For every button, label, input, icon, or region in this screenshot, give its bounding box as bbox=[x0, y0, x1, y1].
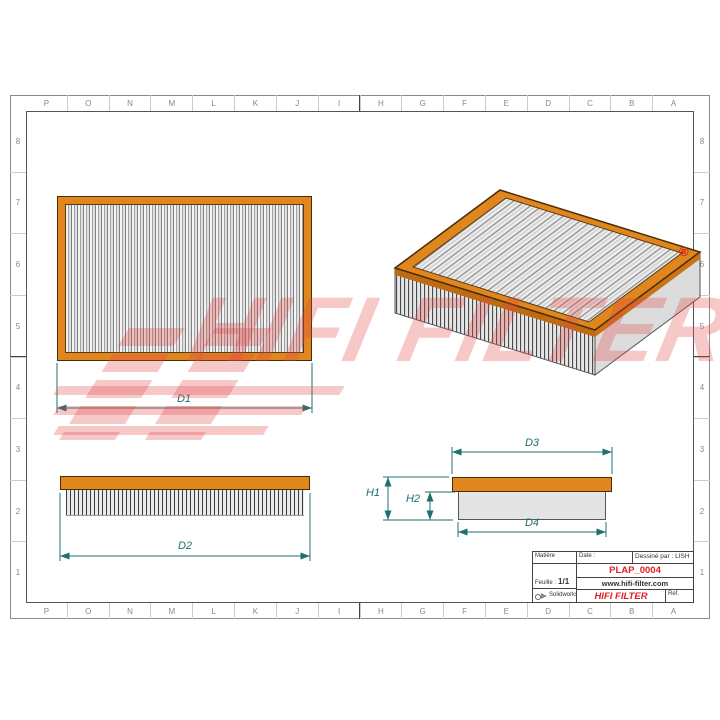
centering-mark-right bbox=[694, 356, 710, 357]
date-cell: Date : bbox=[577, 552, 633, 563]
grid-letter: D bbox=[528, 95, 570, 111]
grid-letter: J bbox=[277, 95, 319, 111]
grid-letter: A bbox=[670, 606, 677, 616]
software-cell: Solidworks bbox=[533, 589, 576, 602]
ref-label: Ref. bbox=[668, 591, 680, 597]
filter-side-view-pleats bbox=[66, 490, 304, 516]
grid-number: 5 bbox=[10, 296, 26, 358]
grid-number: 1 bbox=[15, 568, 21, 578]
filter-media-pleats bbox=[65, 204, 304, 353]
registered-trademark-icon: ® bbox=[679, 244, 689, 259]
grid-letter: I bbox=[319, 603, 361, 619]
drawn-by-label: Dessiné par : LISH bbox=[635, 553, 690, 560]
dimension-label-d4: D4 bbox=[524, 517, 540, 529]
title-block-right-column: Date : Dessiné par : LISH PLAP_0004 www.… bbox=[577, 552, 693, 602]
grid-letter: P bbox=[26, 603, 68, 619]
website-label: www.hifi-filter.com bbox=[577, 578, 693, 590]
filter-side-view-frame bbox=[60, 476, 310, 490]
grid-letter: E bbox=[486, 603, 528, 619]
grid-letter: L bbox=[193, 603, 236, 619]
grid-number: 6 bbox=[694, 234, 710, 296]
part-number: PLAP_0004 bbox=[577, 564, 693, 578]
dimension-label-d3: D3 bbox=[524, 437, 540, 449]
grid-letter: N bbox=[110, 603, 152, 619]
centering-mark-top bbox=[359, 95, 360, 111]
dimension-label-h1: H1 bbox=[365, 487, 381, 499]
grid-number: 8 bbox=[10, 111, 26, 173]
grid-letter: M bbox=[151, 603, 194, 619]
grid-letter: F bbox=[444, 95, 486, 111]
title-block: Matière Feuille : 1/1 Solidworks Date : … bbox=[532, 551, 694, 603]
grid-letter: K bbox=[235, 603, 277, 619]
grid-number: 7 bbox=[10, 173, 26, 235]
grid-number: 7 bbox=[694, 173, 710, 235]
grid-letter: P bbox=[26, 95, 68, 111]
grid-letter: E bbox=[486, 95, 528, 111]
title-block-row-meta: Date : Dessiné par : LISH bbox=[577, 552, 693, 564]
grid-letter: O bbox=[68, 95, 110, 111]
sheet-cell: Feuille : 1/1 bbox=[533, 564, 576, 589]
brand-name: HIFI FILTER bbox=[594, 590, 648, 602]
grid-letter: C bbox=[570, 603, 612, 619]
grid-letter: I bbox=[319, 95, 361, 111]
grid-letter: G bbox=[402, 95, 445, 111]
grid-number: 3 bbox=[694, 419, 710, 481]
grid-number: 2 bbox=[694, 481, 710, 543]
grid-number: 1 bbox=[699, 568, 705, 578]
material-label: Matière bbox=[535, 553, 556, 559]
grid-letter: F bbox=[444, 603, 486, 619]
grid-number: 4 bbox=[694, 358, 710, 420]
dimension-label-h2: H2 bbox=[405, 493, 421, 505]
sheet-value: 1/1 bbox=[558, 577, 570, 587]
grid-letter: L bbox=[193, 95, 236, 111]
centering-mark-bottom bbox=[359, 603, 360, 619]
grid-letter: M bbox=[151, 95, 194, 111]
grid-letter: D bbox=[528, 603, 570, 619]
grid-letter: H bbox=[361, 603, 403, 619]
filter-profile-frame bbox=[452, 477, 612, 492]
grid-number: 2 bbox=[10, 481, 26, 543]
grid-letter: A bbox=[670, 98, 677, 108]
grid-number: 6 bbox=[10, 234, 26, 296]
grid-letter: N bbox=[110, 95, 152, 111]
grid-letter: B bbox=[611, 95, 654, 111]
grid-number: 4 bbox=[10, 358, 26, 420]
material-cell: Matière bbox=[533, 552, 576, 564]
projection-symbol-icon bbox=[535, 592, 547, 600]
dimension-label-d1: D1 bbox=[176, 393, 192, 405]
dimension-label-d2: D2 bbox=[177, 540, 193, 552]
sheet-label: Feuille : bbox=[535, 580, 557, 587]
ref-cell: Ref. bbox=[665, 590, 693, 602]
grid-letter: C bbox=[570, 95, 612, 111]
filter-top-view bbox=[57, 196, 312, 361]
grid-letter: H bbox=[361, 95, 403, 111]
software-label: Solidworks bbox=[549, 592, 576, 599]
grid-number: 8 bbox=[694, 111, 710, 173]
grid-number: 5 bbox=[694, 296, 710, 358]
grid-letter: K bbox=[235, 95, 277, 111]
grid-letter: B bbox=[611, 603, 654, 619]
title-block-row-brand: HIFI FILTER Ref. bbox=[577, 590, 693, 602]
grid-letter: J bbox=[277, 603, 319, 619]
title-block-left-column: Matière Feuille : 1/1 Solidworks bbox=[533, 552, 577, 602]
date-label: Date : bbox=[579, 553, 596, 559]
grid-number: 3 bbox=[10, 419, 26, 481]
grid-letter: G bbox=[402, 603, 445, 619]
grid-letter: O bbox=[68, 603, 110, 619]
centering-mark-left bbox=[10, 356, 26, 357]
filter-profile-body bbox=[458, 492, 606, 520]
